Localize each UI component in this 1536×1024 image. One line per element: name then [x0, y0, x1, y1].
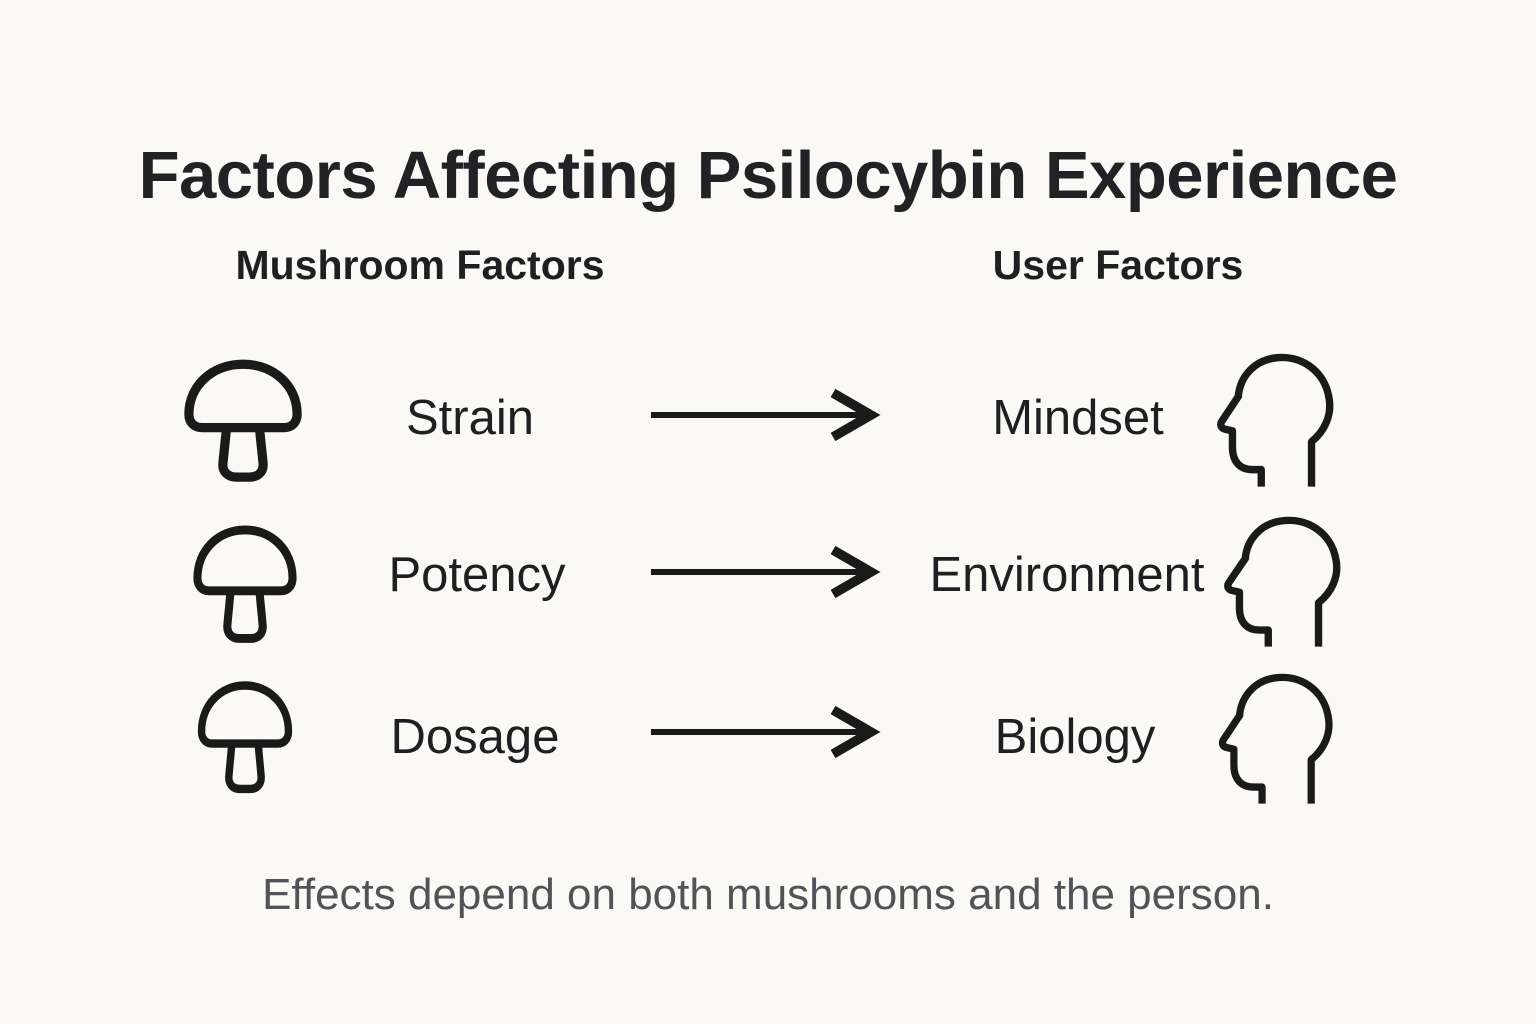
mushroom-factor-label: Dosage — [390, 710, 560, 764]
user-factor-label: Mindset — [992, 391, 1164, 445]
column-header-mushroom-factors: Mushroom Factors — [235, 242, 605, 288]
head-profile-icon — [1224, 516, 1341, 647]
mushroom-icon — [197, 681, 293, 794]
user-factor-label: Biology — [994, 710, 1156, 764]
head-profile-icon — [1218, 673, 1333, 804]
column-header-user-factors: User Factors — [992, 242, 1244, 288]
footer-caption: Effects depend on both mushrooms and the… — [262, 870, 1274, 919]
mushroom-icon — [193, 525, 297, 643]
mushroom-factor-label: Strain — [405, 391, 534, 445]
user-factor-label: Environment — [929, 548, 1205, 602]
page-title: Factors Affecting Psilocybin Experience — [138, 137, 1398, 213]
arrow-right-icon — [651, 545, 881, 599]
arrow-right-icon — [651, 705, 881, 759]
head-profile-icon — [1217, 353, 1334, 487]
mushroom-icon — [184, 359, 302, 482]
arrow-right-icon — [651, 388, 881, 442]
mushroom-factor-label: Potency — [388, 548, 566, 602]
